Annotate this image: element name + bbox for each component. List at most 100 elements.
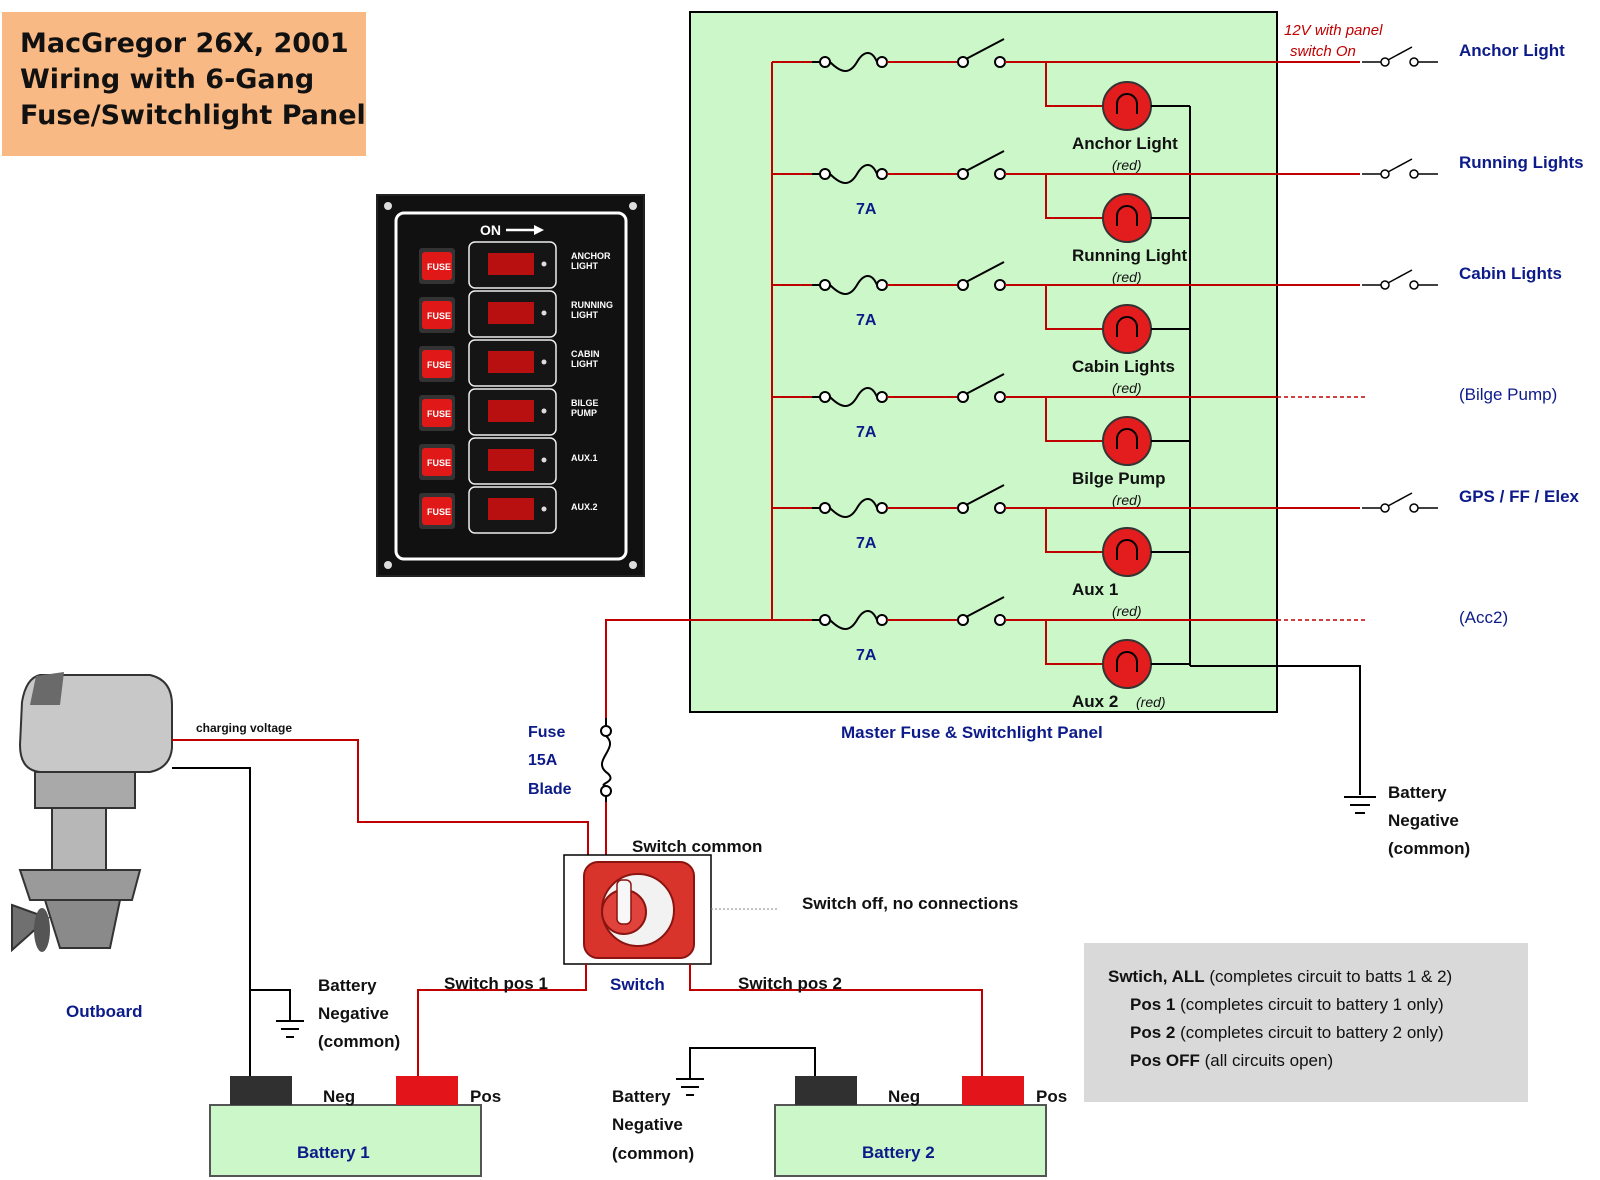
photo-fuse-label: FUSE	[427, 262, 451, 272]
photo-fuse-label: FUSE	[427, 409, 451, 419]
panel-note-line2: switch On	[1290, 43, 1356, 60]
lamp-color-label: (red)	[1112, 492, 1142, 508]
main-fuse-label-3: Blade	[528, 781, 572, 798]
fuse-symbol	[829, 610, 878, 630]
panel-switch	[965, 261, 1005, 283]
fuse-terminal	[819, 614, 831, 626]
switch-position-legend: Swtich, ALL (completes circuit to batts …	[1084, 943, 1528, 1102]
indicator-lamp	[1102, 639, 1152, 689]
panel-switch	[965, 38, 1005, 60]
panel-switch	[965, 373, 1005, 395]
fuse-terminal	[819, 502, 831, 514]
external-switch	[1387, 492, 1413, 507]
battery-1-pos-terminal	[396, 1076, 458, 1105]
ground-right-label-1: Battery	[1388, 783, 1447, 802]
legend-desc: (completes circuit to batts 1 & 2)	[1209, 967, 1453, 986]
battery-2-name: Battery 2	[862, 1143, 935, 1162]
external-switch	[1387, 269, 1413, 284]
switch-common-label: Switch common	[632, 837, 762, 856]
ground-left-label-1: Battery	[318, 976, 377, 995]
photo-row-label: LIGHT	[571, 310, 598, 320]
switch-label: Switch	[610, 975, 665, 994]
lamp-label: Cabin Lights	[1072, 357, 1175, 376]
outboard-motor-image	[11, 672, 173, 953]
battery-1-neg-terminal	[230, 1076, 292, 1105]
photo-fuse-label: FUSE	[427, 311, 451, 321]
battery-1	[209, 1104, 482, 1177]
legend-row-pos1: Pos 1 (completes circuit to battery 1 on…	[1108, 991, 1504, 1019]
switch-pos2-label: Switch pos 2	[738, 974, 842, 993]
ground-middle-label-2: Negative	[612, 1115, 683, 1134]
photo-rocker-switch	[488, 302, 534, 324]
photo-row-label: ANCHOR	[571, 251, 611, 261]
main-feed-wire-upper	[605, 619, 772, 718]
photo-fuse-label: FUSE	[427, 507, 451, 517]
fuse-rating: 7A	[856, 424, 877, 441]
ground-symbol-left	[276, 1020, 304, 1038]
main-fuse-label-2: 15A	[528, 752, 558, 769]
battery-2-pos-label: Pos	[1036, 1087, 1067, 1106]
fuse-rating: 7A	[856, 535, 877, 552]
panel-note-line1: 12V with panel	[1284, 22, 1383, 39]
photo-rocker-switch	[488, 449, 534, 471]
ground-middle-label-1: Battery	[612, 1087, 671, 1106]
photo-row-label: LIGHT	[571, 359, 598, 369]
indicator-lamp	[1102, 193, 1152, 243]
ground-left-label-3: (common)	[318, 1032, 400, 1051]
battery-2-neg-terminal	[795, 1076, 857, 1105]
main-fuse-symbol	[600, 718, 612, 802]
photo-rocker-switch	[488, 400, 534, 422]
lamp-label: Running Light	[1072, 246, 1188, 265]
external-load-label: (Bilge Pump)	[1459, 385, 1557, 404]
photo-fuse	[422, 350, 452, 378]
photo-rocker-switch	[488, 253, 534, 275]
photo-row-label: AUX.2	[571, 502, 598, 512]
legend-row-all: Swtich, ALL (completes circuit to batts …	[1108, 963, 1504, 991]
switch-pos1-label: Switch pos 1	[444, 974, 548, 993]
photo-row-label: CABIN	[571, 349, 600, 359]
legend-row-off: Pos OFF (all circuits open)	[1108, 1047, 1504, 1075]
switch-pos1-wire	[417, 964, 587, 1076]
lamp-label: Aux 1	[1072, 580, 1118, 599]
panel-switch	[965, 484, 1005, 506]
photo-fuse	[422, 399, 452, 427]
lamp-label: Bilge Pump	[1072, 469, 1166, 488]
photo-row-label: PUMP	[571, 408, 597, 418]
switch-pos2-wire	[689, 964, 983, 1076]
photo-rocker-switch	[488, 351, 534, 373]
photo-fuse	[422, 301, 452, 329]
external-load-label: (Acc2)	[1459, 608, 1508, 627]
legend-key: Pos OFF	[1130, 1051, 1200, 1070]
battery-1-pos-label: Pos	[470, 1087, 501, 1106]
title-box: MacGregor 26X, 2001 Wiring with 6-Gang F…	[2, 12, 366, 156]
legend-row-pos2: Pos 2 (completes circuit to battery 2 on…	[1108, 1019, 1504, 1047]
panel-caption: Master Fuse & Switchlight Panel	[841, 723, 1103, 742]
main-fuse-label-1: Fuse	[528, 724, 565, 741]
indicator-lamp	[1102, 304, 1152, 354]
battery-2-neg-label: Neg	[888, 1087, 920, 1106]
external-switch	[1387, 46, 1413, 61]
lamp-label: Aux 2	[1072, 692, 1118, 711]
external-load-label: Anchor Light	[1459, 41, 1565, 60]
external-load-label: Running Lights	[1459, 153, 1584, 172]
fuse-symbol	[829, 164, 878, 184]
battery-1-neg-label: Neg	[323, 1087, 355, 1106]
outboard-negative-wire	[172, 767, 251, 1080]
photo-on-label: ON	[480, 222, 501, 238]
outboard-label: Outboard	[66, 1002, 143, 1021]
fuse-rating: 7A	[856, 201, 877, 218]
fuse-terminal	[819, 56, 831, 68]
ground-left-label-2: Negative	[318, 1004, 389, 1023]
switch-off-note: Switch off, no connections	[802, 894, 1018, 913]
photo-panel-row: FUSE AUX.2	[419, 486, 598, 534]
title-line-1: MacGregor 26X, 2001	[20, 28, 349, 59]
photo-fuse-label: FUSE	[427, 360, 451, 370]
master-panel	[689, 11, 1278, 713]
panel-negative-wire	[1190, 665, 1361, 795]
